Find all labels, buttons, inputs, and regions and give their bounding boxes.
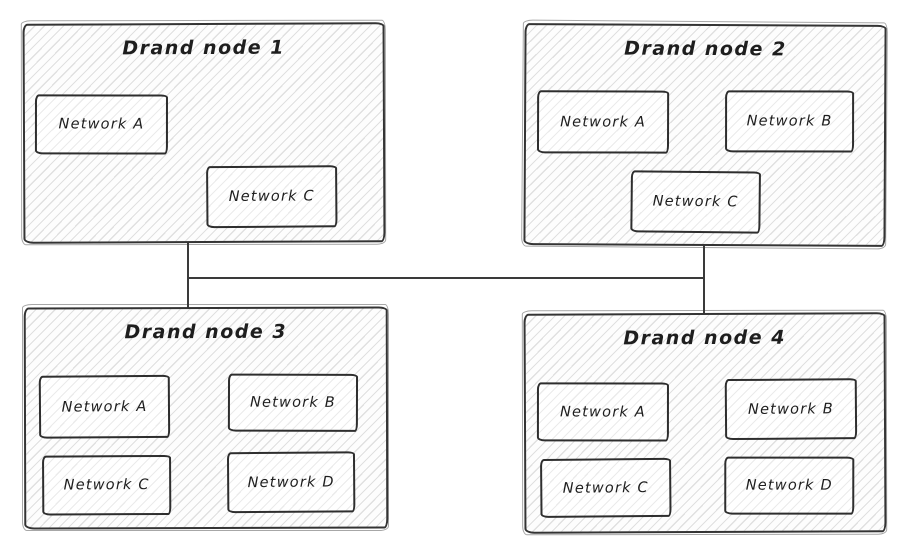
- network-label: Network C: [63, 477, 150, 494]
- drand-node-1-box: Drand node 1 Network A Network C: [22, 22, 386, 244]
- network-box-a: Network A: [34, 94, 168, 155]
- node-title: Drand node 3: [124, 320, 288, 344]
- network-box-a: Network A: [536, 90, 670, 154]
- drand-node-3-box: Drand node 3 Network A Network B Network…: [23, 306, 389, 530]
- network-box-c: Network C: [540, 457, 672, 519]
- network-label: Network D: [745, 477, 833, 494]
- network-label: Network B: [249, 394, 336, 411]
- network-box-c: Network C: [630, 170, 761, 234]
- network-label: Network B: [747, 400, 834, 418]
- network-box-b: Network B: [724, 378, 858, 441]
- node-title: Drand node 4: [623, 326, 786, 350]
- network-box-b: Network B: [227, 373, 359, 432]
- network-label: Network C: [228, 188, 315, 206]
- network-label: Network A: [58, 116, 145, 133]
- network-box-a: Network A: [536, 382, 669, 442]
- network-label: Network A: [560, 113, 647, 131]
- network-label: Network B: [746, 113, 833, 130]
- connector-vertical-left: [187, 243, 189, 308]
- network-label: Network A: [560, 403, 646, 420]
- node-title: Drand node 2: [624, 37, 787, 61]
- network-box-d: Network D: [724, 456, 855, 515]
- connector-horizontal: [187, 277, 705, 279]
- network-label: Network A: [61, 398, 148, 416]
- network-box-a: Network A: [38, 374, 171, 439]
- network-box-c: Network C: [42, 454, 172, 516]
- network-label: Network C: [652, 193, 739, 211]
- network-box-b: Network B: [725, 90, 855, 153]
- network-label: Network D: [247, 473, 335, 491]
- network-box-d: Network D: [226, 451, 356, 514]
- node-title: Drand node 1: [122, 36, 285, 60]
- network-box-c: Network C: [206, 165, 338, 229]
- connector-vertical-right: [703, 245, 705, 314]
- network-label: Network C: [562, 479, 649, 497]
- drand-node-4-box: Drand node 4 Network A Network B Network…: [523, 312, 887, 534]
- drand-node-2-box: Drand node 2 Network A Network B Network…: [523, 23, 887, 247]
